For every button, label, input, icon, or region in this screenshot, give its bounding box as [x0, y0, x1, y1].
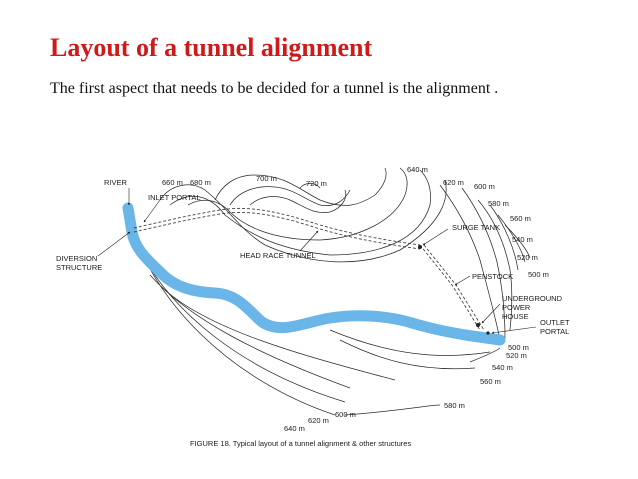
- surge-tank-label: SURGE TANK: [452, 223, 500, 232]
- penstock-line: [419, 244, 481, 331]
- contour-label: 500 m: [508, 343, 529, 352]
- figure-caption: FIGURE 18. Typical layout of a tunnel al…: [190, 439, 411, 448]
- contour-line: [187, 167, 408, 241]
- contour-line: [497, 214, 526, 263]
- contour-label: 540 m: [512, 235, 533, 244]
- contour-line: [504, 224, 531, 259]
- outlet-portal-label-2: PORTAL: [540, 327, 569, 336]
- contour-line: [249, 189, 347, 214]
- contour-label: 660 m: [162, 178, 183, 187]
- contour-label: 580 m: [444, 401, 465, 410]
- contour-label: 560 m: [510, 214, 531, 223]
- contour-lines: [127, 167, 531, 416]
- power-house-marker: [476, 323, 480, 327]
- contour-line: [164, 289, 396, 381]
- contour-label: 560 m: [480, 377, 501, 386]
- contour-line: [339, 339, 476, 370]
- contour-label: 700 m: [256, 174, 277, 183]
- power-house-label-2: POWER: [502, 303, 531, 312]
- contour-label: 680 m: [190, 178, 211, 187]
- outlet-portal-marker: [486, 331, 490, 335]
- penstock-label: PENSTOCK: [472, 272, 513, 281]
- river-channel: [122, 202, 506, 346]
- contour-line: [149, 274, 351, 389]
- outlet-portal-label: OUTLET: [540, 318, 570, 327]
- inlet-portal-label: INLET PORTAL: [148, 193, 201, 202]
- contour-label: 640 m: [407, 165, 428, 174]
- contour-line: [344, 404, 441, 416]
- contour-line: [461, 187, 506, 339]
- contour-line: [169, 169, 431, 256]
- contour-line: [329, 329, 491, 356]
- contour-line: [214, 167, 387, 206]
- contour-label: 500 m: [528, 270, 549, 279]
- power-house-label: UNDERGROUND: [502, 294, 563, 303]
- contour-label: 620 m: [443, 178, 464, 187]
- diversion-structure-label: DIVERSION: [56, 254, 97, 263]
- power-house-label-3: HOUSE: [502, 312, 529, 321]
- contour-label: 640 m: [284, 424, 305, 433]
- contour-label: 620 m: [308, 416, 329, 425]
- contour-label: 600 m: [335, 410, 356, 419]
- contour-label: 720 m: [306, 179, 327, 188]
- contour-label: 520 m: [506, 351, 527, 360]
- surge-tank-marker: [418, 245, 422, 249]
- river-label: RIVER: [104, 178, 128, 187]
- contour-line: [127, 214, 336, 416]
- head-race-tunnel: [133, 207, 421, 246]
- contour-label: 520 m: [517, 253, 538, 262]
- leader-lines: [97, 188, 537, 334]
- contour-line: [159, 179, 447, 263]
- slide-title: Layout of a tunnel alignment: [50, 33, 373, 62]
- contour-line: [299, 183, 321, 189]
- contour-line: [489, 204, 519, 271]
- contour-line: [477, 199, 513, 331]
- contour-label: 540 m: [492, 363, 513, 372]
- head-race-tunnel-label: HEAD RACE TUNNEL: [240, 251, 316, 260]
- contour-label: 580 m: [488, 199, 509, 208]
- contour-line: [439, 184, 501, 341]
- contour-label: 600 m: [474, 182, 495, 191]
- contour-line: [469, 347, 501, 363]
- slide-subtitle: The first aspect that needs to be decide…: [50, 80, 499, 97]
- diversion-structure-label-2: STRUCTURE: [56, 263, 102, 272]
- contour-line: [229, 186, 351, 207]
